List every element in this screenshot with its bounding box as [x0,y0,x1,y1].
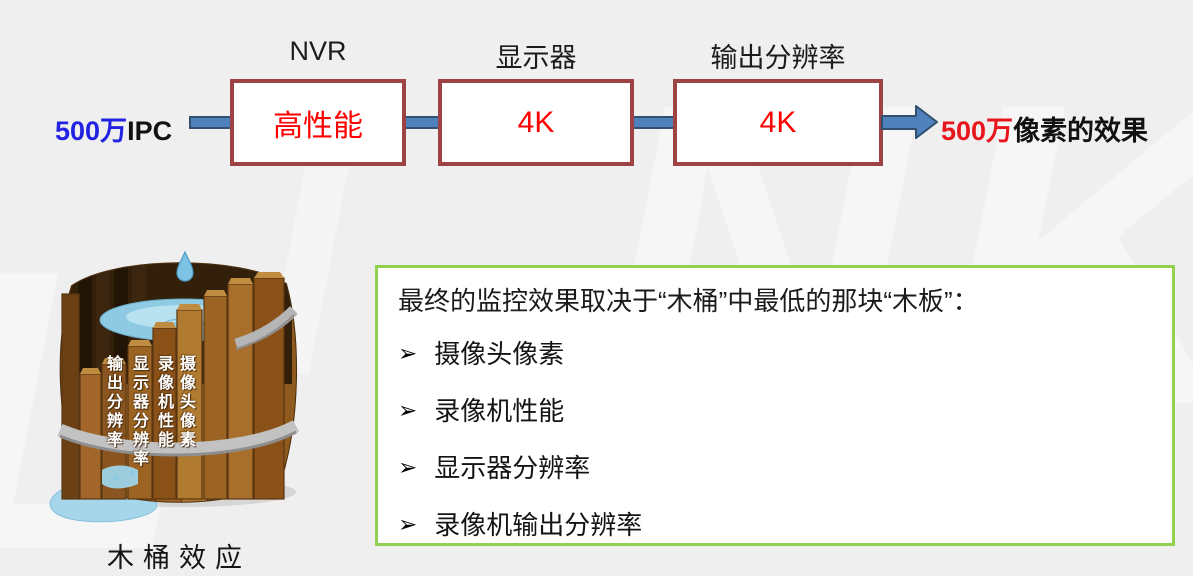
result-rest: 像素的效果 [1013,116,1149,146]
arrowhead-bullet-icon: ➢ [398,339,418,366]
barrel-graphic-icon [49,250,300,523]
panel-title: 最终的监控效果取决于“木桶”中最低的那块“木板”： [398,286,979,316]
bullet-item-monitor-resolution: ➢ 显示器分辨率 [398,448,1152,485]
bullet-item-camera-pixels: ➢ 摄像头像素 [398,334,1152,371]
stage-label-output-resolution: 输出分辨率 [710,43,846,73]
bullet-item-recorder-performance: ➢ 录像机性能 [398,391,1152,428]
bullet-item-recorder-output-resolution: ➢ 录像机输出分辨率 [398,505,1152,542]
bullet-text: 显示器分辨率 [434,452,591,483]
arrowhead-bullet-icon: ➢ [398,510,418,537]
stage-box-nvr: 高性能 [230,79,406,166]
flow-connector [402,116,442,129]
flow-source-text: 500万IPC [55,109,172,148]
panel-bullet-list: ➢ 摄像头像素 ➢ 录像机性能 ➢ 显示器分辨率 ➢ 录像机输出分辨率 [398,334,1152,542]
flow-result-text: 500万像素的效果 [941,109,1148,148]
source-rest: IPC [127,116,173,146]
barrel-plank-label-monitor-resolution: 显示器分辨率 [130,355,147,469]
flow-connector [629,116,677,129]
barrel-plank-label-output-resolution: 输出分辨率 [104,355,121,450]
right-arrow-icon [881,105,938,139]
stage-value: 4K [759,105,797,139]
stage-box-monitor: 4K [438,79,634,166]
bullet-text: 录像机性能 [434,395,565,426]
barrel-caption: 木桶效应 [107,543,251,574]
arrowhead-bullet-icon: ➢ [398,453,418,480]
stage-label-nvr: NVR [289,36,347,66]
barrel-illustration: 输出分辨率 显示器分辨率 录像机性能 摄像头像素 木桶效应 [48,224,310,576]
source-highlight: 500万 [55,116,128,146]
stage-value: 高性能 [273,109,363,143]
arrowhead-bullet-icon: ➢ [398,396,418,423]
stage-box-output-resolution: 4K [673,79,883,166]
barrel-plank-label-recorder-performance: 录像机性能 [155,355,172,450]
flow-connector [189,116,234,129]
stage-value: 4K [517,105,555,139]
bullet-text: 摄像头像素 [434,338,565,369]
explanation-panel: 最终的监控效果取决于“木桶”中最低的那块“木板”： ➢ 摄像头像素 ➢ 录像机性… [375,265,1175,546]
bullet-text: 录像机输出分辨率 [434,509,643,540]
stage-label-monitor: 显示器 [495,43,577,73]
barrel-plank-label-camera-pixels: 摄像头像素 [177,355,194,450]
result-highlight: 500万 [941,116,1014,146]
